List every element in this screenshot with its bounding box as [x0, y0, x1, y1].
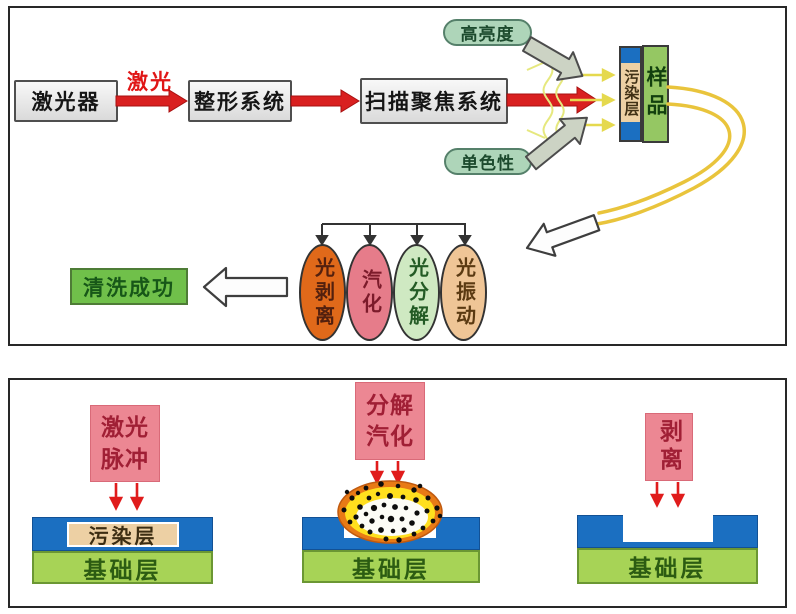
stage1-contamination-box: 污染层 [67, 522, 179, 548]
high-brightness-pill: 高亮度 [443, 19, 532, 46]
mech-photo-vibration-label: 光振动 [452, 256, 475, 329]
laser-box: 激光器 [14, 80, 118, 122]
high-brightness-label: 高亮度 [460, 25, 515, 44]
laser-box-label: 激光器 [31, 91, 101, 114]
mech-oval-photo-decomposition: 光分解 [393, 244, 440, 341]
mech-photo-stripping-label: 光剥离 [311, 256, 334, 329]
success-box-label: 清洗成功 [83, 276, 175, 300]
strip-contamination: 污染层 [621, 63, 640, 122]
strip-blue-top [621, 48, 640, 63]
mech-oval-photo-stripping: 光剥离 [299, 244, 346, 341]
strip-blue-bottom [621, 122, 640, 140]
success-box: 清洗成功 [70, 268, 188, 305]
stage1-base-label: 基础层 [83, 556, 162, 583]
stage2-base-label: 基础层 [352, 555, 430, 582]
mech-vaporization-label: 汽化 [358, 268, 381, 317]
scan-focus-box: 扫描聚焦系统 [360, 78, 508, 124]
stage1-base-layer: 基础层 [32, 551, 213, 584]
stage1-contamination-label: 污染层 [88, 526, 158, 548]
stage1-pulse-label: 激光脉冲 [101, 414, 149, 472]
sample-vertical-label: 样品 [644, 66, 667, 122]
shaping-box: 整形系统 [188, 80, 292, 122]
scan-focus-box-label: 扫描聚焦系统 [365, 91, 503, 114]
beam-label: 激光 [127, 71, 173, 94]
stage3-cleaned-notch [623, 515, 713, 542]
contamination-vertical-label: 污染层 [622, 68, 640, 117]
stage1-pulse-box: 激光脉冲 [90, 405, 160, 482]
stage3-peel-label: 剥离 [656, 419, 683, 475]
sample-contamination-strip: 污染层 [619, 46, 642, 142]
monochromaticity-label: 单色性 [461, 154, 515, 173]
sample-block: 样品 [642, 45, 669, 143]
stage3-base-label: 基础层 [628, 555, 707, 581]
shaping-box-label: 整形系统 [194, 91, 286, 114]
mech-photo-decomposition-label: 光分解 [405, 256, 428, 329]
stage3-peel-box: 剥离 [645, 413, 693, 481]
stage3-base-layer: 基础层 [577, 548, 758, 584]
stage2-ablated-notch [344, 517, 436, 538]
mech-oval-photo-vibration: 光振动 [440, 244, 487, 341]
stage2-decompose-box: 分解汽化 [355, 382, 425, 460]
monochromaticity-pill: 单色性 [444, 148, 532, 175]
stage2-base-layer: 基础层 [302, 550, 480, 583]
mech-oval-vaporization: 汽化 [346, 244, 393, 341]
stage2-decompose-label: 分解汽化 [366, 391, 414, 449]
